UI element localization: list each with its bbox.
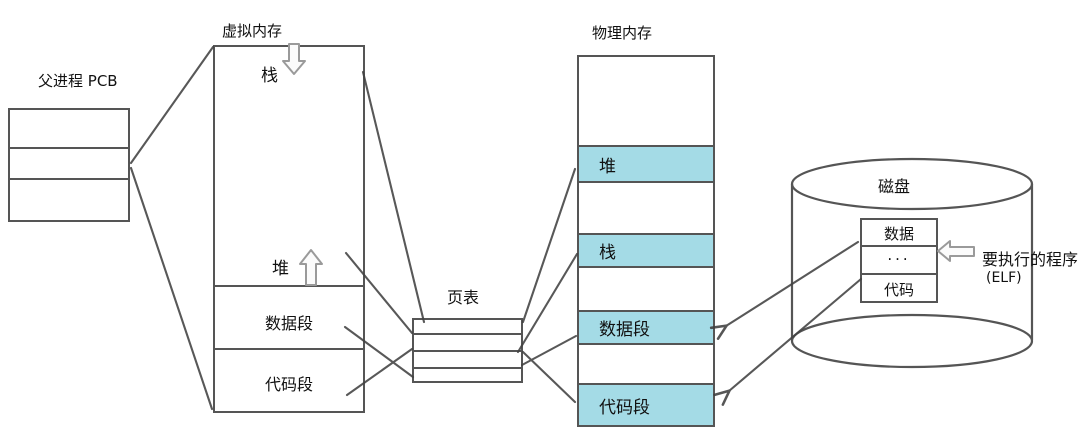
elf-row-divider: [862, 245, 936, 247]
stack-grow-down-arrow-icon: [282, 43, 306, 75]
line-vm-data-to-pagetable: [343, 325, 415, 379]
line-vm-stack-to-pagetable: [361, 70, 426, 324]
elf-row-divider: [862, 273, 936, 275]
line-pagetable-to-pm-code: [521, 350, 577, 404]
elf-annotation-line1: 要执行的程序: [982, 250, 1079, 269]
arrow-disk-data-to-pm-data: [726, 240, 860, 326]
pm-stack-segment: 栈: [579, 233, 713, 268]
pm-heap-label: 堆: [599, 156, 616, 177]
disk-title: 磁盘: [878, 177, 911, 196]
physical-memory-box: 堆 栈 数据段 代码段: [577, 55, 715, 427]
line-pcb-to-vm-bottom: [129, 166, 214, 411]
physical-memory-title: 物理内存: [592, 24, 653, 42]
elf-data-row: 数据: [883, 225, 914, 243]
pcb-row-divider: [10, 178, 128, 180]
virtual-memory-box: 栈 堆 数据段 代码段: [213, 45, 365, 413]
line-pagetable-to-pm-heap: [521, 167, 577, 324]
pm-data-segment: 数据段: [579, 310, 713, 345]
page-table-row-divider: [414, 333, 521, 335]
pcb-row-divider: [10, 147, 128, 149]
vm-heap-bottom-divider: [215, 285, 363, 287]
elf-annotation-line2: (ELF): [986, 270, 1022, 286]
line-pagetable-to-pm-stack: [516, 252, 579, 354]
pm-code-segment-label: 代码段: [599, 397, 650, 418]
elf-ellipsis-row: ...: [887, 246, 911, 264]
pm-stack-label: 栈: [599, 243, 616, 263]
vm-heap-label: 堆: [272, 259, 289, 279]
page-table-title: 页表: [447, 288, 480, 307]
pm-code-segment: 代码段: [579, 383, 713, 425]
pm-data-segment-label: 数据段: [599, 320, 650, 340]
line-pcb-to-vm-top: [129, 45, 215, 165]
heap-grow-up-arrow-icon: [299, 249, 323, 286]
vm-data-bottom-divider: [215, 348, 363, 350]
vm-data-segment-label: 数据段: [264, 314, 313, 333]
disk-cylinder-bottom-ellipse: [790, 313, 1034, 369]
line-pagetable-to-pm-data: [520, 334, 578, 367]
line-vm-code-to-pagetable: [345, 347, 414, 397]
line-vm-heap-to-pagetable: [344, 251, 414, 335]
pm-heap-segment: 堆: [579, 145, 713, 183]
page-table-box: [412, 318, 523, 383]
vm-stack-label: 栈: [261, 66, 278, 86]
elf-pointer-left-arrow-icon: [937, 240, 975, 262]
page-table-row-divider: [414, 367, 521, 369]
vm-code-segment-label: 代码段: [264, 375, 313, 394]
elf-file-box: 数据 ... 代码: [860, 218, 938, 303]
elf-code-row: 代码: [883, 281, 914, 299]
arrow-disk-code-to-pm-code: [729, 277, 863, 391]
pcb-title: 父进程 PCB: [38, 72, 118, 90]
virtual-memory-title: 虚拟内存: [222, 22, 283, 40]
pcb-box: [8, 108, 130, 222]
page-table-row-divider: [414, 350, 521, 352]
